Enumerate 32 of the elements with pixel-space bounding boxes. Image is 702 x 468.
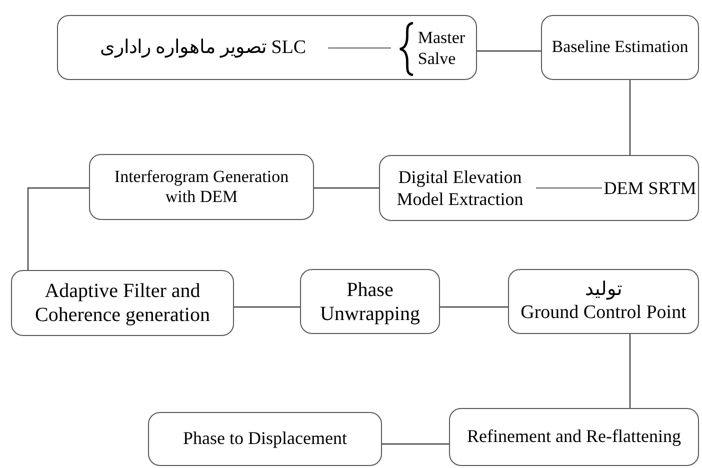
process-box: [379, 155, 699, 221]
node-text: Phase Unwrapping: [319, 278, 421, 326]
node-text: Adaptive Filter and Coherence generation: [34, 279, 211, 327]
connector-line: [314, 187, 379, 189]
process-box: [449, 408, 699, 466]
connector-line: [536, 187, 602, 189]
node-text: Baseline Estimation: [552, 37, 688, 58]
node-text: Phase to Displacement: [183, 428, 347, 450]
connector-line: [27, 187, 89, 270]
node-text: Refinement and Re-flattening: [467, 426, 681, 448]
process-box: [11, 270, 234, 336]
process-box: [89, 154, 314, 220]
process-box: [300, 269, 440, 334]
node-text: Ground Control Point: [520, 302, 686, 324]
node-text: Digital Elevation Model Extraction: [384, 161, 536, 217]
connector-line: [328, 47, 391, 49]
node-text: DEM SRTM: [602, 161, 698, 217]
process-box: [541, 15, 699, 80]
process-box: [57, 15, 477, 80]
connector-line: [382, 443, 449, 445]
connector-line: [440, 306, 508, 308]
process-box: [148, 412, 382, 466]
connector-line: [629, 334, 631, 408]
node-text: تولید: [585, 278, 622, 302]
connector-line: [234, 306, 300, 308]
node-text: Interferogram Generation with DEM: [113, 166, 290, 208]
node-text: Master: [418, 28, 466, 48]
node-text: Salve: [418, 48, 457, 69]
connector-line: [477, 50, 541, 52]
node-text: تصویر ماهواره راداری SLC: [78, 26, 328, 71]
connector-line: [629, 80, 631, 155]
process-box: [508, 269, 699, 334]
